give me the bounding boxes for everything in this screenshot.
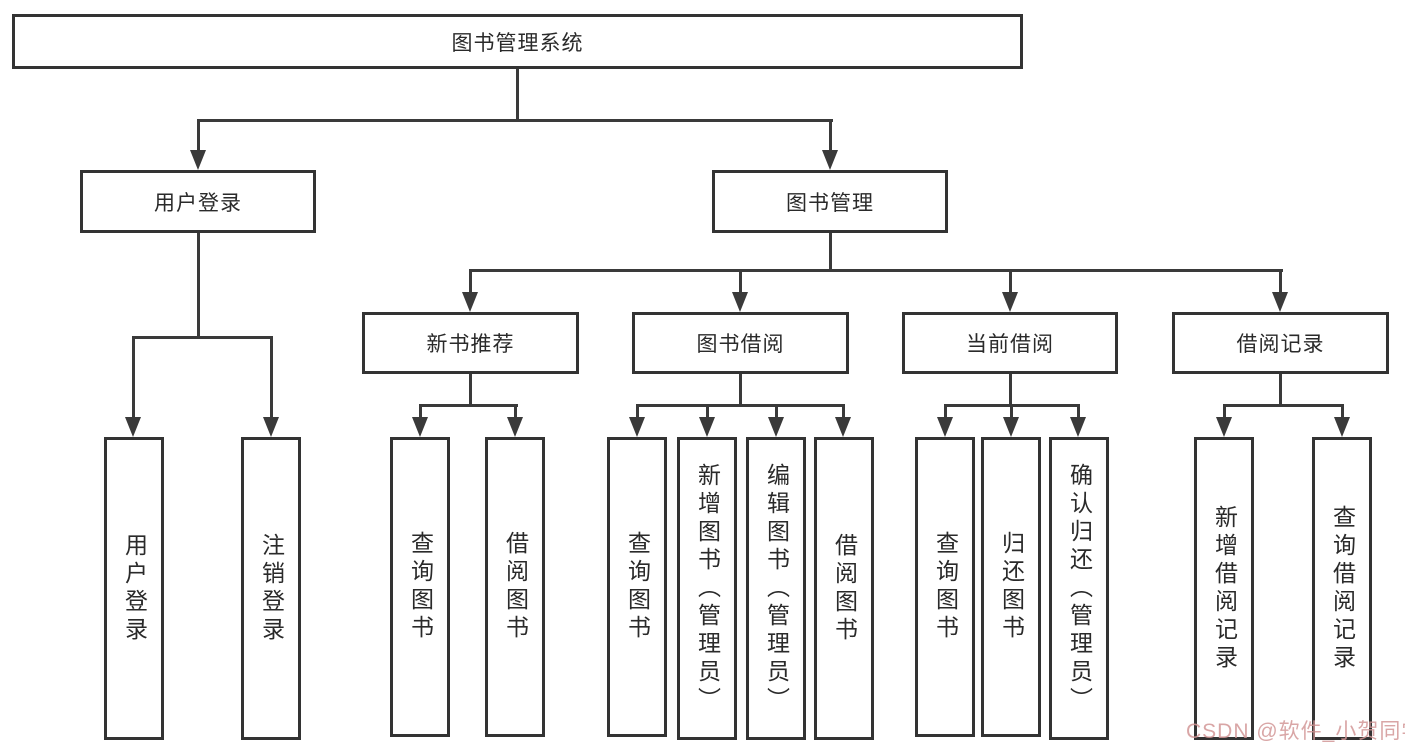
node-current-borrowing-label: 当前借阅 (966, 333, 1054, 356)
leaf-add-books-admin: 新增图书（管理员） (677, 437, 737, 740)
connector-line (1223, 404, 1226, 419)
connector-line (739, 373, 742, 407)
leaf-confirm-return-admin: 确认归还（管理员） (1049, 437, 1109, 740)
connector-line (1009, 373, 1012, 407)
node-root-label: 图书管理系统 (451, 31, 584, 55)
connector-line (132, 336, 273, 339)
leaf-add-books-admin-label: 新增图书（管理员） (694, 462, 721, 715)
connector-line (829, 232, 832, 272)
node-current-borrowing: 当前借阅 (902, 312, 1118, 374)
node-root: 图书管理系统 (12, 14, 1023, 69)
leaf-query-books-borrowing-label: 查询图书 (624, 531, 651, 643)
connector-line (1009, 269, 1012, 294)
connector-line (1077, 404, 1080, 419)
leaf-query-books-borrowing: 查询图书 (607, 437, 667, 737)
leaf-add-borrow-record: 新增借阅记录 (1194, 437, 1254, 740)
node-book-borrowing-label: 图书借阅 (696, 333, 785, 356)
leaf-query-books-current: 查询图书 (915, 437, 975, 737)
connector-line (706, 404, 709, 419)
node-borrowing-records: 借阅记录 (1172, 312, 1389, 374)
leaf-add-borrow-record-label: 新增借阅记录 (1211, 504, 1238, 673)
arrow-down-icon (412, 417, 428, 437)
connector-line (197, 232, 200, 337)
arrow-down-icon (507, 417, 523, 437)
leaf-edit-books-admin-label: 编辑图书（管理员） (763, 462, 790, 715)
node-book-management-label: 图书管理 (786, 191, 874, 215)
connector-line (514, 404, 517, 419)
connector-line (419, 404, 422, 419)
leaf-query-books-current-label: 查询图书 (932, 531, 959, 643)
connector-line (419, 404, 518, 407)
connector-line (1279, 269, 1282, 294)
leaf-return-books-label: 归还图书 (998, 531, 1025, 643)
connector-line (1223, 404, 1343, 407)
arrow-down-icon (768, 417, 784, 437)
arrow-down-icon (125, 417, 141, 437)
node-new-book-recommendation: 新书推荐 (362, 312, 579, 374)
arrow-down-icon (462, 292, 478, 312)
arrow-down-icon (1003, 417, 1019, 437)
connector-line (636, 404, 845, 407)
arrow-down-icon (1070, 417, 1086, 437)
leaf-query-borrow-record: 查询借阅记录 (1312, 437, 1372, 740)
leaf-user-login-label: 用户登录 (121, 532, 148, 645)
watermark: CSDN @软件_小贺同学 (1186, 720, 1405, 743)
leaf-edit-books-admin: 编辑图书（管理员） (746, 437, 806, 740)
node-borrowing-records-label: 借阅记录 (1236, 333, 1325, 356)
connector-line (842, 404, 845, 419)
connector-line (775, 404, 778, 419)
connector-line (469, 269, 472, 294)
leaf-logout-login-label: 注销登录 (258, 532, 285, 645)
arrow-down-icon (1002, 292, 1018, 312)
connector-line (636, 404, 639, 419)
node-new-book-recommendation-label: 新书推荐 (426, 333, 515, 356)
connector-line (516, 67, 519, 122)
connector-line (469, 269, 1283, 272)
leaf-borrow-books-recommend: 借阅图书 (485, 437, 545, 737)
arrow-down-icon (822, 150, 838, 170)
leaf-confirm-return-admin-label: 确认归还（管理员） (1066, 462, 1093, 715)
connector-line (197, 119, 833, 122)
node-book-management: 图书管理 (712, 170, 948, 233)
leaf-return-books: 归还图书 (981, 437, 1041, 737)
connector-line (1279, 373, 1282, 407)
arrow-down-icon (699, 417, 715, 437)
arrow-down-icon (190, 150, 206, 170)
connector-line (270, 336, 273, 419)
leaf-logout-login: 注销登录 (241, 437, 301, 740)
arrow-down-icon (1272, 292, 1288, 312)
arrow-down-icon (1216, 417, 1232, 437)
node-book-borrowing: 图书借阅 (632, 312, 849, 374)
leaf-borrow-books-label: 借阅图书 (831, 532, 858, 645)
connector-line (944, 404, 947, 419)
connector-line (739, 269, 742, 294)
arrow-down-icon (835, 417, 851, 437)
leaf-borrow-books: 借阅图书 (814, 437, 874, 740)
leaf-query-borrow-record-label: 查询借阅记录 (1329, 504, 1356, 673)
node-user-login: 用户登录 (80, 170, 316, 233)
leaf-borrow-books-recommend-label: 借阅图书 (502, 531, 529, 643)
arrow-down-icon (1334, 417, 1350, 437)
arrow-down-icon (937, 417, 953, 437)
arrow-down-icon (629, 417, 645, 437)
connector-line (469, 373, 472, 407)
connector-line (829, 119, 832, 153)
connector-line (1341, 404, 1344, 419)
connector-line (197, 119, 200, 153)
leaf-user-login: 用户登录 (104, 437, 164, 740)
connector-line (1010, 404, 1013, 419)
arrow-down-icon (732, 292, 748, 312)
connector-line (132, 336, 135, 419)
arrow-down-icon (263, 417, 279, 437)
leaf-query-books-recommend-label: 查询图书 (407, 531, 434, 643)
leaf-query-books-recommend: 查询图书 (390, 437, 450, 737)
node-user-login-label: 用户登录 (154, 191, 242, 215)
